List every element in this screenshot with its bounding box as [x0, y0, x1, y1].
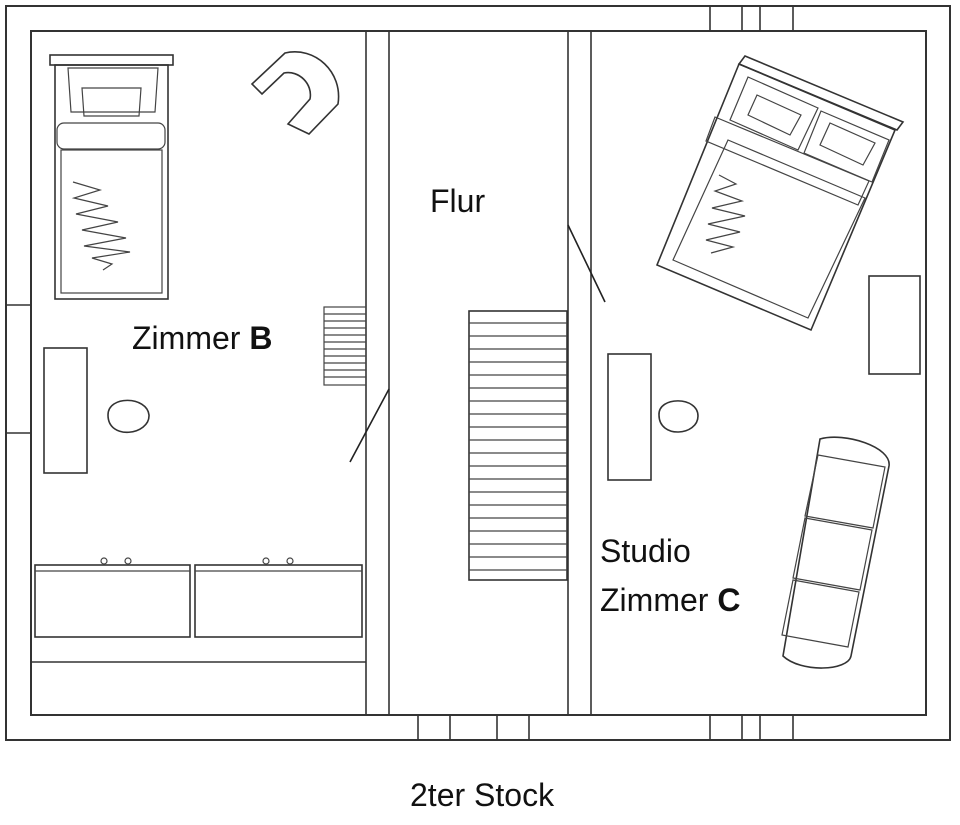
room-c-label-line1: Studio: [600, 533, 691, 569]
outer-wall: [5, 5, 951, 741]
door-room-c: [567, 224, 606, 303]
left-window: [6, 304, 31, 434]
top-window: [709, 6, 794, 31]
side-table-icon: [868, 275, 921, 375]
partition-wall-right: [567, 31, 592, 715]
chair-icon: [107, 399, 150, 434]
door-room-b: [349, 388, 390, 463]
room-b-label: Zimmer B: [132, 320, 272, 356]
radiator-icon: [323, 306, 367, 386]
single-bed-icon: [49, 54, 174, 300]
floor-label: 2ter Stock: [410, 777, 555, 813]
cabinet-icon: [194, 557, 363, 638]
desk-icon: [607, 353, 652, 481]
bottom-window-room-c: [709, 715, 794, 740]
room-c-label-line2: Zimmer C: [600, 582, 740, 618]
chair-icon: [658, 400, 699, 433]
armchair-icon: [250, 51, 340, 135]
cabinet-icon: [34, 557, 191, 638]
partition-wall-left: [365, 31, 390, 715]
sofa-icon: [781, 436, 890, 669]
double-bed-icon: [655, 55, 905, 332]
bottom-window-hallway: [417, 715, 530, 740]
inner-wall: [30, 30, 927, 716]
hallway-label: Flur: [430, 183, 485, 219]
staircase-icon: [468, 310, 568, 581]
desk-icon: [43, 347, 88, 474]
